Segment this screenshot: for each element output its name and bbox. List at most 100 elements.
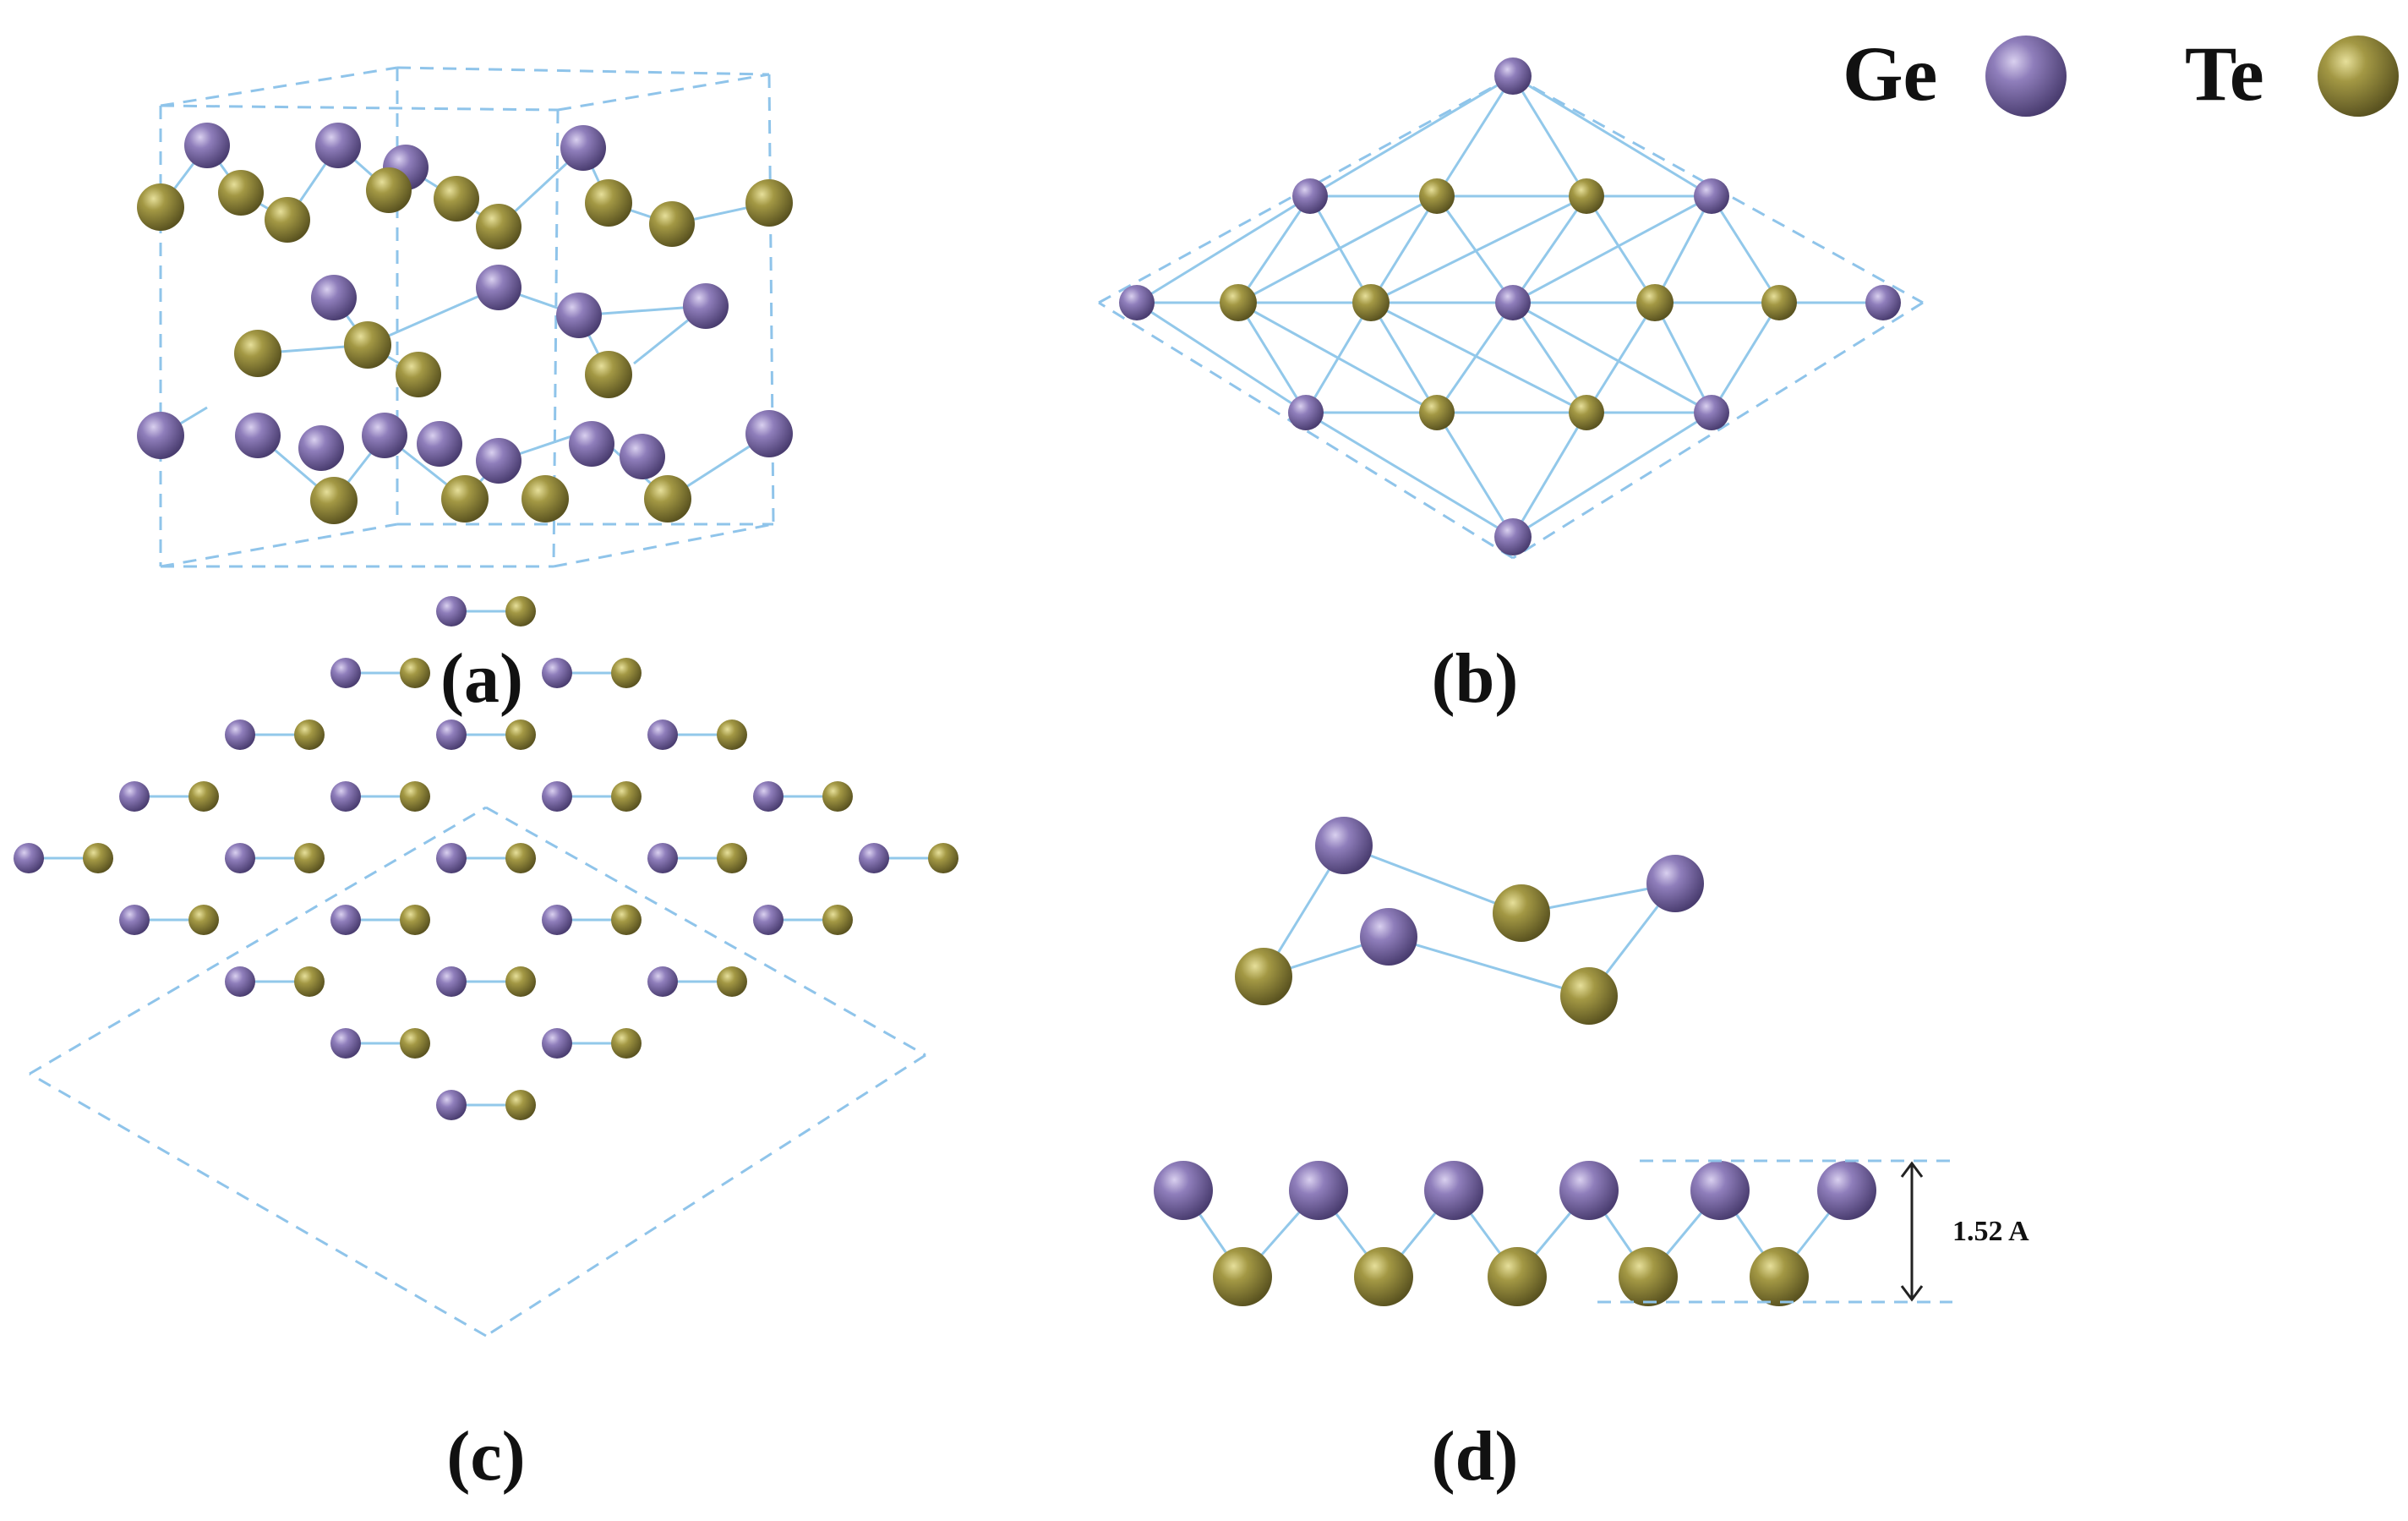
panel-a-cell-edge-1	[396, 66, 770, 76]
panel-b-bond-19	[1136, 301, 1307, 414]
panel-c-cell-edge-0	[485, 806, 926, 1057]
panel-a-label: (a)	[440, 639, 523, 718]
panel-a-cell-edge-6	[552, 109, 560, 567]
panel-c-ge-atom-44	[647, 719, 678, 750]
panel-c-ge-atom-42	[542, 658, 572, 688]
panel-d-te-atom-16	[1750, 1247, 1809, 1306]
panel-b-bond-34	[1512, 411, 1712, 539]
panel-c-unit-cell-outline	[29, 806, 926, 1338]
panel-a-ge-atom-13	[311, 275, 357, 320]
panel-c-ge-atom-28	[647, 966, 678, 997]
panel-c-ge-atom-34	[542, 781, 572, 812]
panel-c-ge-atom-10	[119, 781, 150, 812]
panel-d-ge-atom-6	[1154, 1161, 1213, 1220]
panel-b-bond-24	[1511, 302, 1588, 413]
panel-b-bond-23	[1370, 301, 1587, 414]
panel-a-te-atom-33	[644, 475, 691, 523]
panel-b-bond-31	[1305, 411, 1514, 539]
panel-c-ge-atom-24	[436, 843, 467, 873]
panel-c-ge-atom-4	[225, 966, 255, 997]
panel-b-te-atom-3	[1569, 178, 1604, 214]
panel-a-te-atom-18	[344, 321, 391, 369]
panel-a-ge-atom-1	[315, 123, 361, 168]
panel-d-te-atom-12	[1213, 1247, 1272, 1306]
panel-a-te-atom-9	[476, 204, 521, 249]
panel-c-te-atom-21	[294, 719, 325, 750]
panel-b-te-atom-6	[1220, 284, 1257, 321]
panel-c-te-atom-29	[717, 966, 747, 997]
panel-b-ge-atom-8	[1495, 285, 1531, 320]
panel-b-te-atom-13	[1419, 395, 1455, 430]
panel-d-side-views: 1.52 A	[1154, 817, 2029, 1306]
panel-b-top-view	[1098, 57, 1924, 560]
legend: Ge Te	[1843, 30, 2399, 117]
panel-b-bond-27	[1710, 302, 1781, 413]
panel-a-te-atom-11	[649, 201, 695, 247]
panel-b-bond-28	[1304, 302, 1373, 413]
panel-b-ge-atom-4	[1694, 178, 1729, 214]
panel-b-ge-atom-0	[1494, 57, 1532, 95]
panel-c-te-atom-23	[400, 781, 430, 812]
panel-b-bond-16	[1435, 195, 1515, 304]
panel-a-te-atom-8	[434, 176, 479, 222]
panel-a-te-atom-10	[585, 179, 632, 227]
panel-c-te-atom-3	[188, 905, 219, 935]
panel-c-ge-atom-36	[647, 843, 678, 873]
legend-ge-label: Ge	[1843, 30, 1937, 117]
panel-b-bond-26	[1653, 302, 1713, 413]
panel-c-ge-atom-12	[225, 843, 255, 873]
panel-d-ge-atom-2	[1360, 908, 1417, 966]
panel-a-ge-atom-28	[620, 434, 665, 479]
panel-c-ge-atom-8	[436, 1090, 467, 1120]
panel-a-ge-atom-22	[235, 413, 281, 458]
panel-b-ge-atom-16	[1494, 518, 1532, 555]
panel-a-te-atom-12	[745, 179, 793, 227]
panel-b-ge-atom-5	[1119, 285, 1155, 320]
panel-b-bond-17	[1585, 195, 1657, 304]
panel-c-te-atom-37	[717, 843, 747, 873]
panel-b-bond-13	[1512, 194, 1712, 304]
panel-d-bond-2	[1388, 935, 1590, 998]
panel-b-bond-18	[1710, 195, 1781, 304]
panel-a-ge-atom-27	[569, 421, 614, 467]
panel-b-bond-15	[1308, 195, 1373, 304]
panel-b-bond-10	[1369, 195, 1439, 304]
panel-b-bond-22	[1369, 302, 1439, 413]
panel-d-label: (d)	[1432, 1417, 1519, 1496]
panel-c-te-atom-27	[611, 905, 642, 935]
panel-b-bond-6	[1511, 75, 1588, 197]
panel-d-ge-atom-8	[1424, 1161, 1483, 1220]
panel-b-bond-9	[1237, 194, 1438, 304]
panel-b-cell-edge-1	[1512, 301, 1924, 560]
panel-b-bond-29	[1435, 302, 1515, 413]
panel-d-te-atom-5	[1560, 967, 1618, 1025]
panel-a-ge-atom-16	[683, 283, 729, 329]
panel-c-te-atom-13	[294, 843, 325, 873]
panel-c-ge-atom-40	[436, 596, 467, 626]
panel-b-bond-8	[1237, 195, 1312, 304]
panel-c-te-atom-49	[928, 843, 958, 873]
panel-b-bond-30	[1585, 302, 1657, 413]
panel-a-te-atom-19	[396, 352, 441, 397]
panel-c-ge-atom-32	[436, 719, 467, 750]
panel-b-te-atom-10	[1761, 285, 1797, 320]
panel-b-cell-edge-2	[1098, 301, 1514, 560]
panel-b-bond-14	[1653, 195, 1713, 304]
panel-c-te-atom-25	[505, 843, 536, 873]
panel-b-bond-7	[1136, 194, 1311, 304]
panel-d-bond-3	[1343, 844, 1522, 915]
panel-d-ge-atom-9	[1559, 1161, 1619, 1220]
panel-a-bulk-unit-cell	[137, 66, 793, 568]
panel-c-ge-atom-6	[330, 1028, 361, 1059]
panel-c-te-atom-33	[505, 719, 536, 750]
panel-c-te-atom-39	[822, 905, 853, 935]
panel-c-ge-atom-0	[14, 843, 44, 873]
panel-b-bond-20	[1237, 302, 1308, 413]
panel-c-ge-atom-48	[859, 843, 889, 873]
panel-a-ge-atom-25	[417, 421, 462, 467]
panel-c-te-atom-5	[294, 966, 325, 997]
panel-c-te-atom-11	[188, 781, 219, 812]
panel-c-ge-atom-16	[436, 966, 467, 997]
panel-d-ge-atom-1	[1646, 855, 1704, 912]
